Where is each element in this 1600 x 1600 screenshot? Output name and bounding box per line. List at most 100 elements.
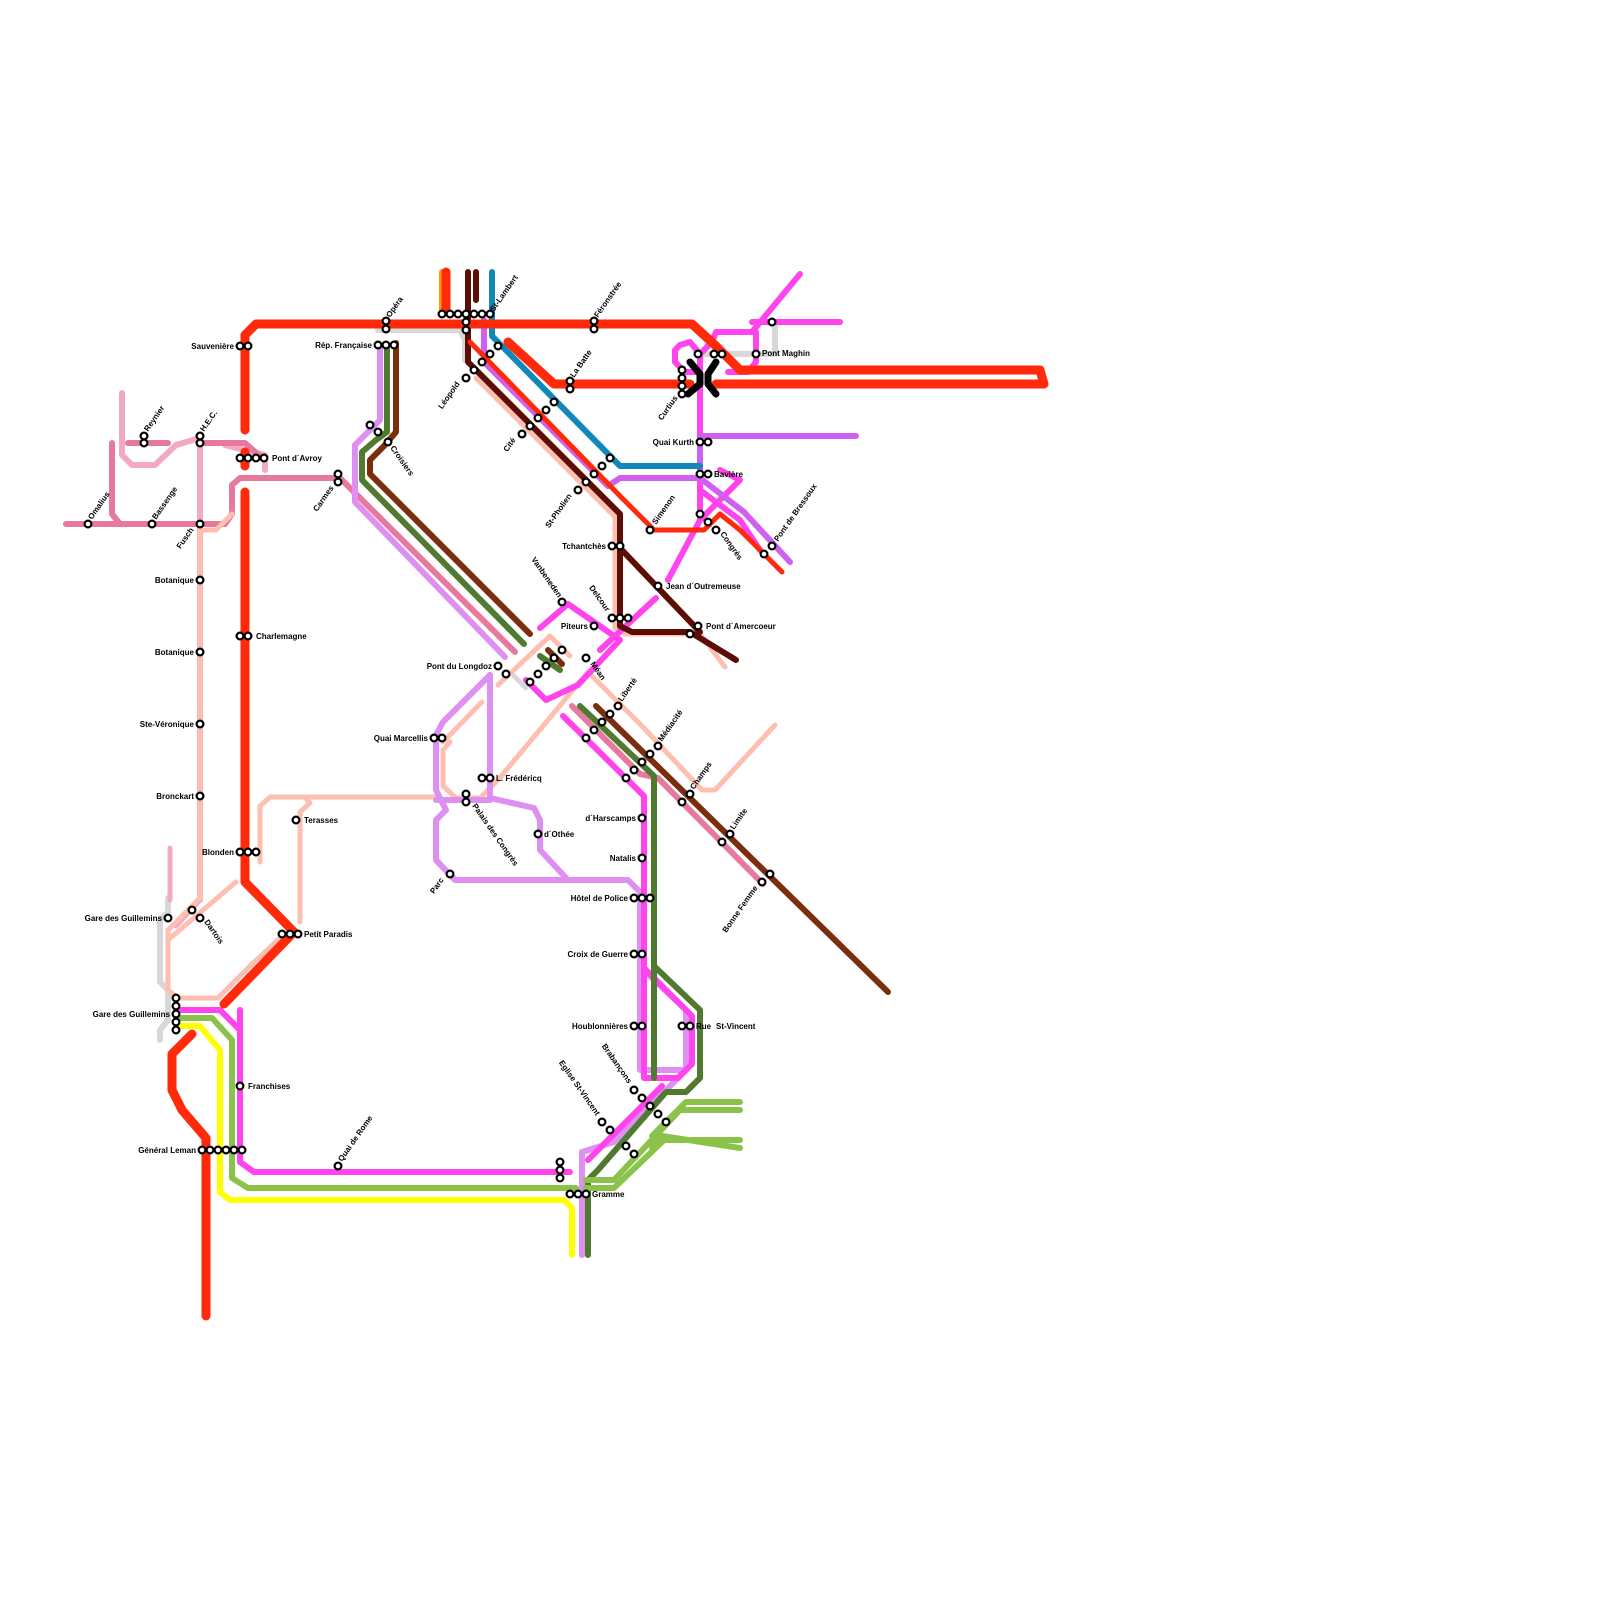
station-marker-stpholien[interactable] <box>599 463 606 470</box>
station-marker-feronstree[interactable] <box>591 318 598 325</box>
station-marker-quaikurth[interactable] <box>697 439 704 446</box>
station-marker-croixdeguerre[interactable] <box>631 951 638 958</box>
station-marker-cite[interactable] <box>527 423 534 430</box>
station-marker-blonden[interactable] <box>253 849 260 856</box>
station-marker-tchantches[interactable] <box>609 543 616 550</box>
station-marker-labatte[interactable] <box>567 386 574 393</box>
station-marker-cite[interactable] <box>543 407 550 414</box>
station-marker-hec[interactable] <box>197 433 204 440</box>
station-marker-bonnefemme[interactable] <box>759 879 766 886</box>
station-marker-mediacite[interactable] <box>639 759 646 766</box>
station-marker-pontdebressoux[interactable] <box>761 551 768 558</box>
station-marker-generalleman[interactable] <box>223 1147 230 1154</box>
station-marker-croisiers[interactable] <box>385 439 392 446</box>
station-marker-gareguil2[interactable] <box>173 1003 180 1010</box>
station-marker-liberte[interactable] <box>599 719 606 726</box>
station-marker-brabancons[interactable] <box>639 1095 646 1102</box>
station-marker-terasses[interactable] <box>293 817 300 824</box>
station-marker-gareguil2[interactable] <box>173 1011 180 1018</box>
station-marker-baviere[interactable] <box>705 471 712 478</box>
station-marker-feronstree[interactable] <box>591 326 598 333</box>
station-marker-quaideroome[interactable] <box>335 1163 342 1170</box>
station-marker-pontdamercoeur[interactable] <box>687 631 694 638</box>
station-marker-leopold[interactable] <box>471 367 478 374</box>
station-marker-brabancons[interactable] <box>655 1111 662 1118</box>
station-marker-bassenge[interactable] <box>149 521 156 528</box>
station-marker-pontdulongdoz[interactable] <box>559 647 566 654</box>
station-marker-gareguil2[interactable] <box>173 1027 180 1034</box>
station-marker-gramme[interactable] <box>557 1167 564 1174</box>
station-marker-rue[interactable] <box>679 1023 686 1030</box>
station-marker-gramme[interactable] <box>567 1191 574 1198</box>
station-marker-dartois[interactable] <box>197 915 204 922</box>
station-marker-leopold[interactable] <box>463 375 470 382</box>
station-marker-pontdamercoeur[interactable] <box>695 623 702 630</box>
station-marker-liberte[interactable] <box>583 735 590 742</box>
station-marker-eglisestvincent[interactable] <box>631 1151 638 1158</box>
station-marker-petitparadis[interactable] <box>279 931 286 938</box>
station-marker-curtius[interactable] <box>679 391 686 398</box>
station-marker-curtius[interactable] <box>679 367 686 374</box>
station-marker-pontdavroy[interactable] <box>245 455 252 462</box>
station-marker-stlambert[interactable] <box>463 311 470 318</box>
station-marker-eglisestvincent[interactable] <box>623 1143 630 1150</box>
station-marker-blonden[interactable] <box>237 849 244 856</box>
station-marker-mediacite[interactable] <box>623 775 630 782</box>
station-marker-repfrancaise[interactable] <box>383 342 390 349</box>
station-marker-generalleman[interactable] <box>199 1147 206 1154</box>
station-marker-brabancons[interactable] <box>647 1103 654 1110</box>
station-marker-omalius[interactable] <box>85 521 92 528</box>
station-marker-liberte[interactable] <box>615 703 622 710</box>
station-marker-pontmaghin[interactable] <box>719 351 726 358</box>
station-marker-houblonnieres[interactable] <box>631 1023 638 1030</box>
station-marker-congres[interactable] <box>705 519 712 526</box>
station-marker-jeandoutremeuse[interactable] <box>655 583 662 590</box>
station-marker-pontdulongdoz[interactable] <box>495 663 502 670</box>
station-marker-leopold[interactable] <box>495 343 502 350</box>
station-marker-delcour[interactable] <box>625 615 632 622</box>
station-marker-pontdulongdoz[interactable] <box>543 663 550 670</box>
station-marker-reynier[interactable] <box>141 440 148 447</box>
station-marker-lfredericq[interactable] <box>487 775 494 782</box>
station-marker-pontdavroy[interactable] <box>237 455 244 462</box>
station-marker-gramme[interactable] <box>583 1191 590 1198</box>
station-marker-stlambert[interactable] <box>479 311 486 318</box>
station-marker-gareguil2[interactable] <box>173 1019 180 1026</box>
station-marker-fusch[interactable] <box>197 521 204 528</box>
station-marker-generalleman[interactable] <box>239 1147 246 1154</box>
station-marker-pontmaghin[interactable] <box>753 351 760 358</box>
station-marker-cite[interactable] <box>519 431 526 438</box>
station-marker-limite[interactable] <box>719 839 726 846</box>
station-marker-eglisestvincent[interactable] <box>599 1119 606 1126</box>
station-marker-dharscamps[interactable] <box>639 815 646 822</box>
station-marker-petitparadis[interactable] <box>287 931 294 938</box>
station-marker-steveronique[interactable] <box>197 721 204 728</box>
station-marker-stlambert[interactable] <box>455 311 462 318</box>
station-marker-quaimarcellis[interactable] <box>439 735 446 742</box>
station-marker-cite[interactable] <box>551 399 558 406</box>
station-marker-mediacite[interactable] <box>647 751 654 758</box>
station-marker-carmes[interactable] <box>335 479 342 486</box>
station-marker-stpholien[interactable] <box>607 455 614 462</box>
station-marker-reynier[interactable] <box>141 433 148 440</box>
station-marker-charlemagne[interactable] <box>237 633 244 640</box>
station-marker-blonden[interactable] <box>245 849 252 856</box>
station-marker-repfrancaise[interactable] <box>391 342 398 349</box>
station-marker-pontmaghin[interactable] <box>769 319 776 326</box>
station-marker-labatte[interactable] <box>567 378 574 385</box>
station-marker-curtius[interactable] <box>679 375 686 382</box>
station-marker-champs[interactable] <box>679 799 686 806</box>
station-marker-palaisdescongres[interactable] <box>463 791 470 798</box>
station-marker-gramme[interactable] <box>557 1159 564 1166</box>
station-marker-liberte[interactable] <box>591 727 598 734</box>
station-marker-pontdavroy[interactable] <box>253 455 260 462</box>
station-marker-generalleman[interactable] <box>207 1147 214 1154</box>
station-marker-champs[interactable] <box>687 791 694 798</box>
station-marker-carmes[interactable] <box>335 471 342 478</box>
station-marker-croisiers[interactable] <box>375 429 382 436</box>
station-marker-stlambert[interactable] <box>463 319 470 326</box>
station-marker-leopold[interactable] <box>479 359 486 366</box>
station-marker-pontmaghin[interactable] <box>695 351 702 358</box>
station-marker-leopold[interactable] <box>487 351 494 358</box>
station-marker-charlemagne[interactable] <box>245 633 252 640</box>
